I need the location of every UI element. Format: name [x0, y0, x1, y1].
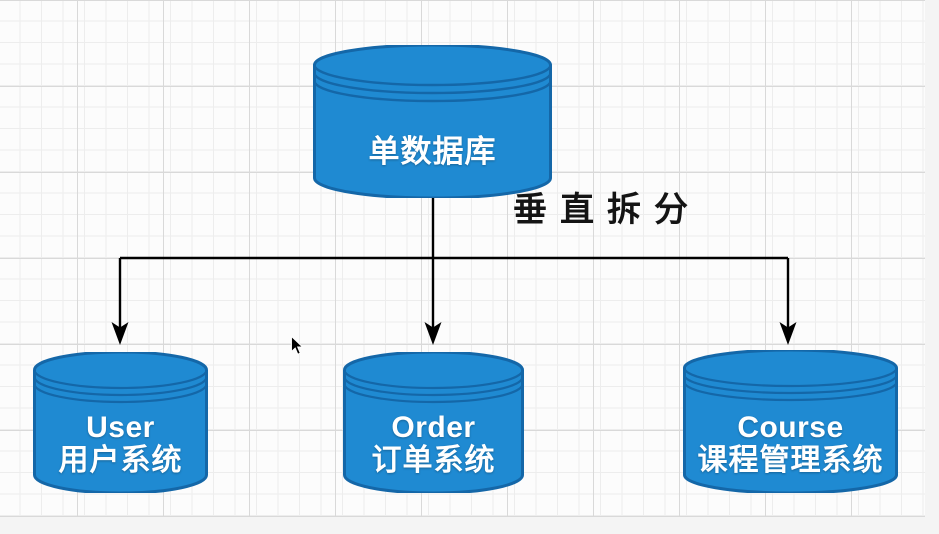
cylinder-node-order: Order 订单系统	[343, 352, 524, 493]
cylinder-body	[33, 352, 208, 493]
cylinder-node-course: Course 课程管理系统	[683, 350, 898, 493]
cylinder-rim-lines	[313, 64, 552, 103]
cylinder-body	[343, 352, 524, 493]
annotation-label: 垂直拆分	[513, 192, 701, 229]
cylinder-body	[683, 350, 898, 493]
cylinder-rim-lines	[33, 369, 208, 404]
cylinder-rim-lines	[343, 369, 524, 404]
cylinder-rim-lines	[683, 367, 898, 402]
cylinder-body	[313, 45, 552, 198]
cylinder-node-user: User 用户系统	[33, 352, 208, 493]
cylinder-node-single-database: 单数据库	[313, 45, 552, 198]
